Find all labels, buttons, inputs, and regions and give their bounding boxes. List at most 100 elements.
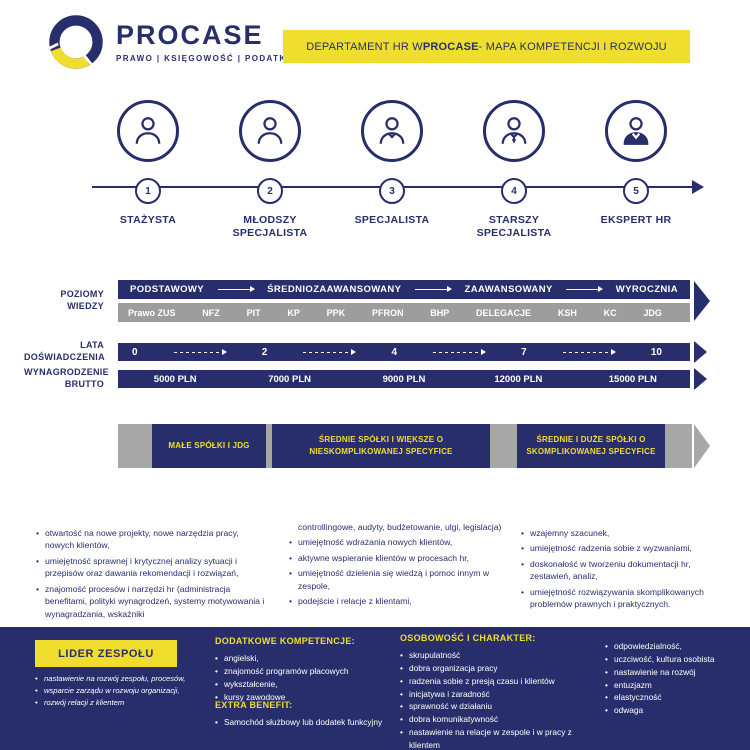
- personality-item: radzenia sobie z presją czasu i klientów: [400, 675, 596, 688]
- knowledge-topic: PIT: [246, 307, 261, 318]
- knowledge-topic: NFZ: [202, 307, 220, 318]
- additional-competencies-title: DODATKOWE KOMPETENCJE:: [215, 636, 355, 646]
- stage-number: 4: [501, 178, 527, 204]
- extra-benefit: EXTRA BENEFIT: Samochód służbowy lub dod…: [215, 699, 387, 729]
- personality-item: sprawność w działaniu: [400, 700, 596, 713]
- knowledge-topic: Prawo ZUS: [128, 307, 176, 318]
- competency-item: umiejętność radzenia sobie z wyzwaniami,: [520, 542, 722, 555]
- stage-starszy-specjalista: 4 STARSZY SPECJALISTA: [453, 100, 575, 240]
- banner-prefix: DEPARTAMENT HR W: [306, 40, 423, 53]
- knowledge-topic: KC: [603, 307, 617, 318]
- salary-value: 15000 PLN: [608, 373, 657, 385]
- stage-number: 5: [623, 178, 649, 204]
- trait-item: odpowiedzialność,: [605, 640, 740, 653]
- stage-label: SPECJALISTA: [354, 214, 430, 226]
- bar-arrow-icon: [694, 281, 710, 321]
- personality-title: OSOBOWOŚĆ I CHARAKTER:: [400, 633, 536, 643]
- competency-item: umiejętność dzielenia się wiedzą i pomoc…: [288, 567, 506, 592]
- stage-label: MŁODSZY SPECJALISTA: [232, 214, 308, 240]
- experience-value: 0: [132, 346, 138, 358]
- salary-row-label: WYNAGRODZENIE BRUTTO: [24, 367, 109, 389]
- personality-item: skrupulatność: [400, 649, 596, 662]
- dashed-arrow-icon: [173, 348, 227, 355]
- banner-brand: PROCASE: [422, 40, 479, 53]
- arrow-right-icon: [566, 286, 604, 292]
- person-icon-stage-5: [605, 100, 667, 162]
- dashed-arrow-icon: [562, 348, 616, 355]
- competency-column-2: controllingowe, audyty, budżetowanie, ul…: [288, 521, 506, 611]
- competency-item: otwartość na nowe projekty, nowe narzędz…: [35, 527, 265, 552]
- benefit-item: Samochód służbowy lub dodatek funkcyjny: [215, 716, 387, 729]
- logo-tagline: PRAWO | KSIĘGOWOŚĆ | PODATKI: [116, 53, 291, 63]
- trait-item: entuzjazm: [605, 679, 740, 692]
- leader-item: wsparcie zarządu w rozwoju organizacji,: [35, 685, 213, 697]
- team-leader-badge: LIDER ZESPOŁU: [35, 640, 177, 667]
- banner-suffix: - MAPA KOMPETENCJI I ROZWOJU: [478, 40, 667, 53]
- knowledge-topic: PFRON: [371, 307, 404, 318]
- experience-value: 2: [261, 346, 268, 358]
- leader-item: nastawienie na rozwój zespołu, procesów,: [35, 673, 213, 685]
- dashed-arrow-icon: [433, 348, 487, 355]
- additional-item: angielski,: [215, 652, 387, 665]
- experience-value: 4: [391, 346, 397, 358]
- additional-item: wykształcenie,: [215, 678, 387, 691]
- person-icon-stage-4: [483, 100, 545, 162]
- knowledge-topic: BHP: [430, 307, 450, 318]
- stage-number: 1: [135, 178, 161, 204]
- experience-row-label: LATA DOŚWIADCZENIA: [24, 340, 105, 362]
- career-stages: 1 STAŻYSTA 2 MŁODSZY SPECJALISTA 3 SPECJ…: [87, 100, 697, 240]
- additional-item: kursy zawodowe: [215, 691, 387, 704]
- salary-value: 5000 PLN: [153, 373, 197, 385]
- competency-item: umiejętność sprawnej i krytycznej analiz…: [35, 555, 265, 580]
- logo-text: PROCASE PRAWO | KSIĘGOWOŚĆ | PODATKI: [116, 21, 291, 63]
- additional-item: znajomość programów płacowych: [215, 665, 387, 678]
- trait-item: elastyczność: [605, 691, 740, 704]
- competency-item: doskonałość w tworzeniu dokumentacji hr,…: [520, 558, 722, 583]
- client-segment: MAŁE SPÓŁKI I JDG: [152, 424, 266, 468]
- arrow-right-icon: [414, 286, 452, 292]
- personality-item: dobra komunikatywność: [400, 713, 596, 726]
- knowledge-levels-bar: PODSTAWOWY ŚREDNIOZAAWANSOWANY ZAAWANSOW…: [118, 280, 690, 299]
- knowledge-topic: PPK: [326, 307, 346, 318]
- stage-number: 3: [379, 178, 405, 204]
- experience-bar: 0 2 4 7 10: [118, 343, 690, 361]
- salary-value: 12000 PLN: [494, 373, 543, 385]
- procase-logo-icon: [46, 12, 106, 72]
- experience-value: 10: [650, 346, 662, 358]
- bar-arrow-icon: [694, 424, 710, 468]
- competency-column-3: wzajemny szacunek, umiejętność radzenia s…: [520, 527, 722, 614]
- client-segment: ŚREDNIE SPÓŁKI I WIĘKSZE O NIESKOMPLIKOW…: [272, 424, 490, 468]
- personality-section: OSOBOWOŚĆ I CHARAKTER: skrupulatnośćdobr…: [400, 632, 596, 750]
- knowledge-topic: KSH: [557, 307, 577, 318]
- bar-arrow-icon: [694, 368, 707, 390]
- additional-competencies: DODATKOWE KOMPETENCJE: angielski,znajomo…: [215, 635, 387, 703]
- salary-value: 9000 PLN: [382, 373, 426, 385]
- personality-item: nastawienie na relacje w zespole i w pra…: [400, 726, 596, 750]
- stage-label: STAŻYSTA: [119, 214, 177, 226]
- competency-item: umiejętność wdrażania nowych klientów,: [288, 536, 506, 549]
- competency-item: wzajemny szacunek,: [520, 527, 722, 540]
- competency-item: znajomość procesów i narzędzi hr (admini…: [35, 583, 265, 620]
- person-icon-stage-2: [239, 100, 301, 162]
- logo: PROCASE PRAWO | KSIĘGOWOŚĆ | PODATKI: [46, 12, 290, 72]
- competency-column-1: otwartość na nowe projekty, nowe narzędz…: [35, 527, 265, 623]
- traits-section: odpowiedzialność,uczciwość, kultura osob…: [605, 640, 740, 717]
- team-leader-list: nastawienie na rozwój zespołu, procesów,…: [35, 673, 213, 708]
- knowledge-topic: DELEGACJE: [476, 307, 532, 318]
- competency-item: umiejętność rozwiązywania skomplikowanyc…: [520, 586, 722, 611]
- trait-item: uczciwość, kultura osobista: [605, 653, 740, 666]
- stage-stazysta: 1 STAŻYSTA: [87, 100, 209, 240]
- knowledge-level: PODSTAWOWY: [130, 284, 205, 295]
- bar-arrow-icon: [694, 341, 707, 363]
- personality-item: inicjatywa i zaradność: [400, 688, 596, 701]
- salary-value: 7000 PLN: [268, 373, 311, 385]
- competency-item: podejście i relacje z klientami,: [288, 595, 506, 608]
- arrow-right-icon: [217, 286, 255, 292]
- client-segment: ŚREDNIE I DUŻE SPÓŁKI O SKOMPLIKOWANEJ S…: [517, 424, 665, 468]
- dashed-arrow-icon: [303, 348, 357, 355]
- trait-item: odwaga: [605, 704, 740, 717]
- stage-number: 2: [257, 178, 283, 204]
- personality-item: dobra organizacja pracy: [400, 662, 596, 675]
